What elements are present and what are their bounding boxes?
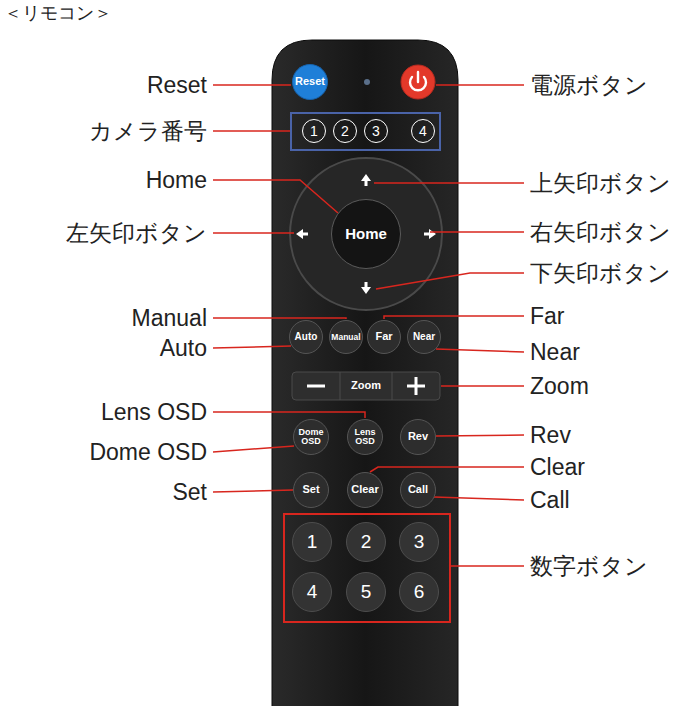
button-text: Call — [408, 484, 428, 496]
remote-button: Far — [367, 320, 401, 354]
remote-button: 4 — [292, 572, 332, 612]
button-text: Auto — [295, 332, 318, 343]
remote-body — [272, 40, 458, 706]
button-text: Near — [413, 332, 435, 343]
part-label: 数字ボタン — [530, 552, 648, 580]
leader-lines — [213, 85, 524, 566]
button-text: 2 — [361, 532, 372, 552]
remote-button: Lens OSD — [347, 419, 383, 455]
button-text: 3 — [414, 532, 425, 552]
remote-button: 3 — [399, 522, 439, 562]
zoom-plus-icon — [415, 377, 418, 395]
remote-button: Clear — [347, 472, 383, 508]
button-text: 1 — [310, 124, 318, 139]
button-text: Manual — [331, 333, 360, 342]
part-label: Lens OSD — [101, 398, 207, 426]
part-label: 電源ボタン — [530, 71, 648, 99]
power-button — [401, 65, 435, 99]
direction-pad — [290, 158, 442, 310]
button-text: Rev — [408, 431, 428, 443]
zoom-label-key: Zoom — [341, 373, 391, 399]
zoom-divider — [392, 372, 393, 400]
button-text: Clear — [351, 484, 379, 496]
home-button: Home — [331, 199, 401, 269]
button-text: 3 — [372, 124, 380, 139]
camera-group-box — [291, 113, 440, 150]
remote-button: 3 — [364, 119, 388, 143]
button-text: Far — [375, 331, 392, 343]
part-label: 上矢印ボタン — [530, 169, 671, 197]
button-text: 6 — [414, 582, 425, 602]
part-label: Manual — [132, 304, 207, 332]
button-text: Home — [345, 226, 387, 242]
remote-button: 2 — [333, 119, 357, 143]
button-text: 4 — [307, 582, 318, 602]
part-label: Far — [530, 302, 565, 330]
up-arrow — [361, 174, 371, 186]
button-text: 2 — [341, 124, 349, 139]
button-text: Zoom — [351, 380, 381, 392]
remote-button: Dome OSD — [293, 419, 329, 455]
remote-button: Auto — [289, 320, 323, 354]
indicator-led — [364, 79, 370, 85]
part-label: Rev — [530, 421, 571, 449]
remote-button: Rev — [400, 419, 436, 455]
zoom-bar — [292, 372, 440, 400]
number-group-box — [284, 514, 450, 622]
title: ＜リモコン＞ — [4, 1, 112, 25]
part-label: Zoom — [530, 372, 589, 400]
remote-button: Call — [400, 472, 436, 508]
down-arrow — [361, 282, 371, 294]
remote-button: Manual — [329, 320, 363, 354]
part-label: Near — [530, 338, 580, 366]
right-arrow — [424, 229, 436, 239]
part-label: Dome OSD — [89, 438, 207, 466]
button-text: Lens OSD — [351, 428, 379, 447]
remote-button: 1 — [302, 119, 326, 143]
button-text: Set — [302, 484, 319, 496]
part-label: Set — [172, 478, 207, 506]
button-text: 1 — [307, 532, 318, 552]
part-label: Call — [530, 486, 570, 514]
part-label: 左矢印ボタン — [66, 219, 207, 247]
part-label: Reset — [147, 71, 207, 99]
button-text: Dome OSD — [297, 428, 325, 447]
button-text: Reset — [295, 76, 325, 88]
button-text: 4 — [419, 124, 427, 139]
remote-button: 6 — [399, 572, 439, 612]
remote-button: 1 — [292, 522, 332, 562]
part-label: 右矢印ボタン — [530, 218, 671, 246]
zoom-minus-icon — [307, 385, 325, 388]
part-label: Home — [146, 166, 207, 194]
button-text: 5 — [361, 582, 372, 602]
part-label: Clear — [530, 453, 585, 481]
power-icon — [417, 72, 419, 82]
remote-button: 2 — [346, 522, 386, 562]
remote-button: Set — [293, 472, 329, 508]
part-label: Auto — [160, 334, 207, 362]
remote-button: Near — [407, 320, 441, 354]
remote-button: 4 — [411, 119, 435, 143]
part-label: カメラ番号 — [89, 117, 207, 145]
left-arrow — [296, 229, 308, 239]
part-label: 下矢印ボタン — [530, 259, 671, 287]
remote-button: Reset — [292, 64, 328, 100]
remote-button: 5 — [346, 572, 386, 612]
